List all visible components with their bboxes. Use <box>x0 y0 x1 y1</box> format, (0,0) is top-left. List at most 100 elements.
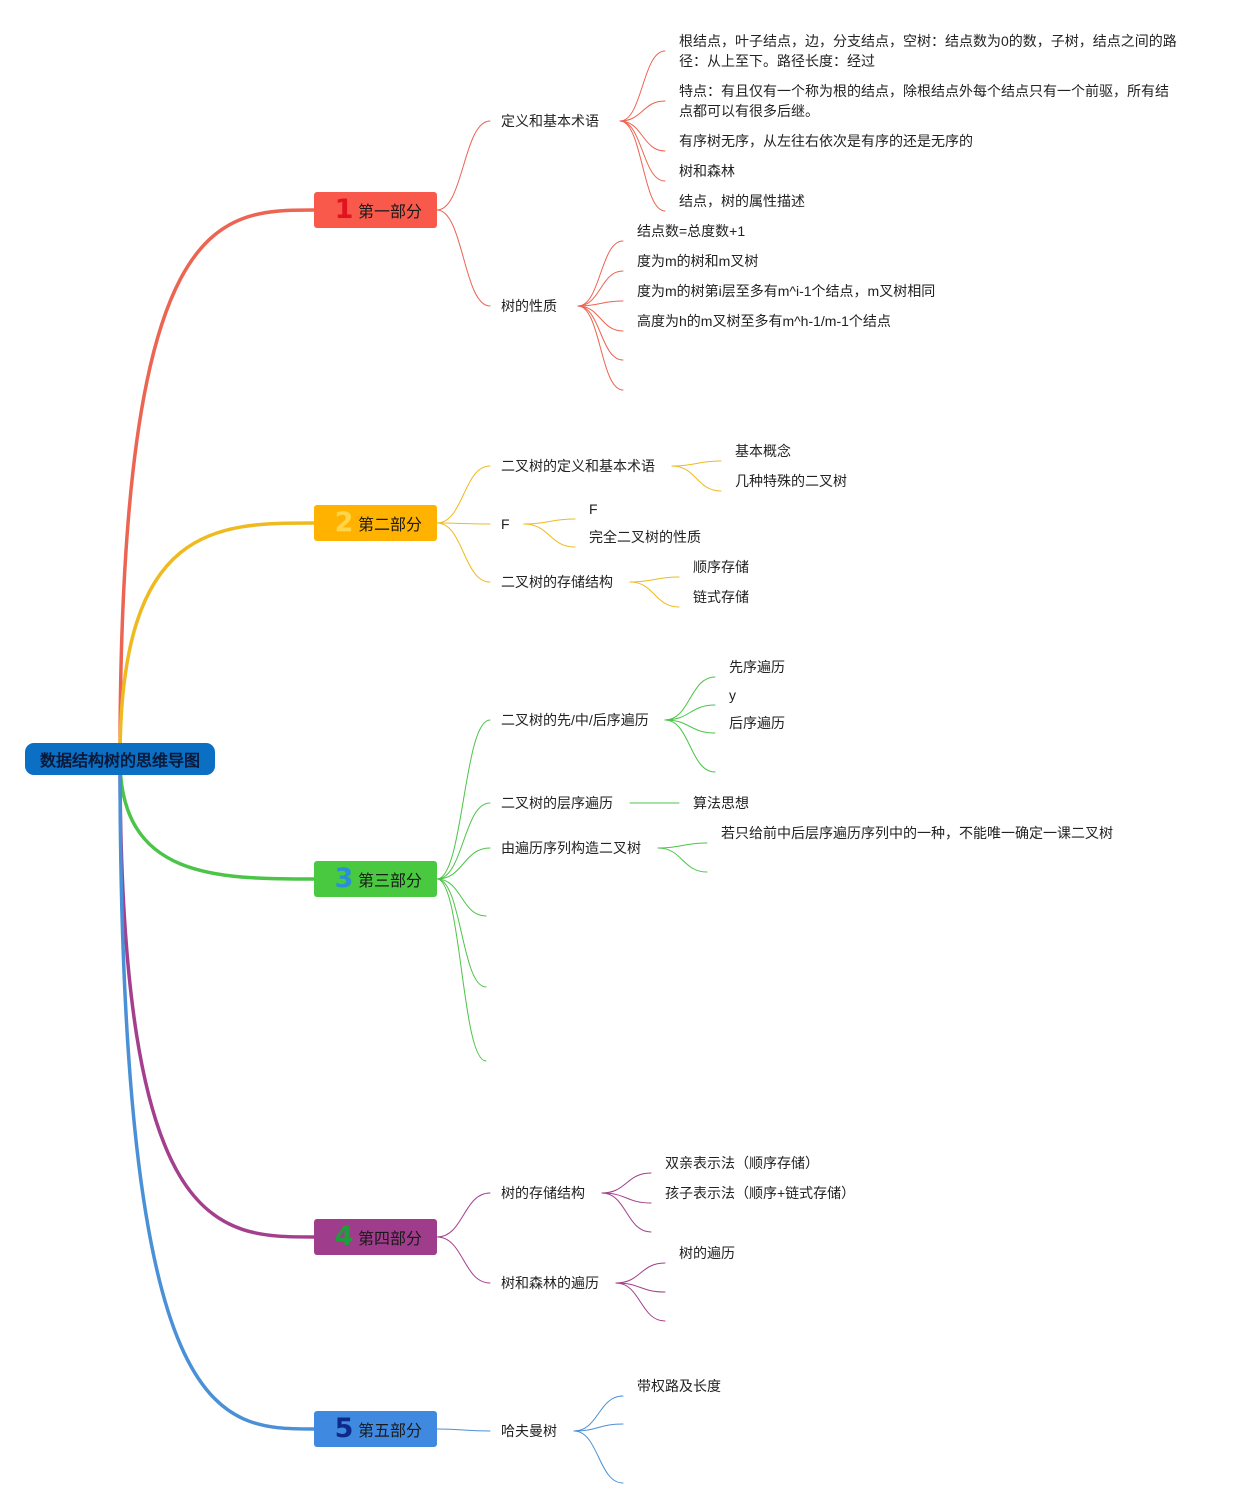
leaf-node[interactable]: 高度为h的m叉树至多有m^h-1/m-1个结点 <box>637 313 891 329</box>
leaf-node[interactable]: 度为m的树第i层至多有m^i-1个结点，m叉树相同 <box>637 283 936 299</box>
connector-s1-leaf-1-3 <box>577 305 624 332</box>
leaf-node[interactable]: 几种特殊的二叉树 <box>735 473 847 489</box>
connector-root-s4 <box>118 757 316 1239</box>
section-number-s1: 1 <box>334 194 354 225</box>
connector-root-s2 <box>118 521 316 761</box>
connector-root-s5 <box>118 757 316 1431</box>
connector-s1-branch-0 <box>436 120 491 211</box>
branch-node[interactable]: 二叉树的先/中/后序遍历 <box>501 712 649 728</box>
leaf-node[interactable]: 完全二叉树的性质 <box>589 529 701 545</box>
connector-s5-leaf-0-1 <box>573 1423 624 1432</box>
connector-s3-branch-3 <box>436 878 487 917</box>
connector-s3-leaf-2-1 <box>657 847 708 873</box>
connector-s3-leaf-0-2 <box>664 719 716 734</box>
leaf-node[interactable]: 孩子表示法（顺序+链式存储） <box>665 1185 856 1201</box>
connector-s4-leaf-1-2 <box>615 1282 666 1322</box>
connector-s1-leaf-1-5 <box>577 305 624 391</box>
leaf-node[interactable]: 后序遍历 <box>729 715 785 731</box>
connector-s1-branch-1 <box>436 209 491 307</box>
connector-s1-leaf-0-0 <box>619 50 666 122</box>
section-number-s2: 2 <box>334 507 354 538</box>
branch-node[interactable]: 树和森林的遍历 <box>501 1275 599 1291</box>
branch-node[interactable]: 二叉树的层序遍历 <box>501 795 613 811</box>
branch-node[interactable]: 定义和基本术语 <box>501 113 599 129</box>
leaf-node[interactable]: 顺序存储 <box>693 559 749 575</box>
leaf-node[interactable]: 带权路及长度 <box>637 1378 721 1394</box>
connector-s4-leaf-1-0 <box>615 1262 666 1284</box>
branch-node[interactable]: 哈夫曼树 <box>501 1423 557 1439</box>
leaf-node[interactable]: 有序树无序，从左往右依次是有序的还是无序的 <box>679 133 973 149</box>
connector-s2-leaf-1-0 <box>523 518 576 525</box>
connector-s5-leaf-0-0 <box>573 1395 624 1432</box>
connector-s2-leaf-0-1 <box>671 465 722 492</box>
branch-node[interactable]: F <box>501 516 510 532</box>
branch-node[interactable]: 树的存储结构 <box>501 1185 585 1201</box>
connector-root-s3 <box>118 757 316 881</box>
section-label-s3: 第三部分 <box>358 873 423 890</box>
connector-s3-branch-5 <box>436 878 487 1062</box>
section-number-s4: 4 <box>334 1221 354 1252</box>
leaf-node[interactable]: 结点，树的属性描述 <box>679 193 805 209</box>
connector-s4-branch-0 <box>436 1192 491 1238</box>
section-number-s5: 5 <box>334 1413 354 1444</box>
leaf-node[interactable]: y <box>729 687 736 703</box>
leaf-node[interactable]: 根结点，叶子结点，边，分支结点，空树：结点数为0的数，子树，结点之间的路径：从上… <box>679 33 1177 69</box>
leaf-node[interactable]: 链式存储 <box>693 589 749 605</box>
connector-s3-branch-2 <box>436 847 491 880</box>
connector-s1-leaf-1-2 <box>577 300 624 307</box>
connector-s2-branch-2 <box>436 522 491 583</box>
leaf-node[interactable]: 度为m的树和m叉树 <box>637 253 759 269</box>
root-title: 数据结构树的思维导图 <box>39 753 200 770</box>
leaf-node[interactable]: 特点：有且仅有一个称为根的结点，除根结点外每个结点只有一个前驱，所有结点都可以有… <box>679 83 1169 119</box>
connector-s3-leaf-2-0 <box>657 842 708 849</box>
connector-s1-leaf-1-4 <box>577 305 624 361</box>
connector-s4-branch-1 <box>436 1236 491 1284</box>
connector-s5-branch-0 <box>436 1428 491 1432</box>
connector-s1-leaf-1-0 <box>577 240 624 307</box>
connector-root-s1 <box>118 208 316 761</box>
connector-s3-branch-1 <box>436 802 491 880</box>
leaf-node[interactable]: 双亲表示法（顺序存储） <box>665 1155 819 1171</box>
connector-s2-leaf-2-0 <box>629 576 680 583</box>
section-label-s4: 第四部分 <box>358 1231 423 1248</box>
section-number-s3: 3 <box>334 863 354 894</box>
branch-node[interactable]: 树的性质 <box>501 298 557 314</box>
section-label-s2: 第二部分 <box>358 517 423 534</box>
connector-s1-leaf-0-3 <box>619 120 666 182</box>
connector-s3-leaf-0-3 <box>664 719 716 773</box>
leaf-node[interactable]: 先序遍历 <box>729 659 785 675</box>
section-label-s5: 第五部分 <box>358 1423 423 1440</box>
root-node[interactable]: 数据结构树的思维导图 <box>25 743 215 775</box>
branch-node[interactable]: 二叉树的定义和基本术语 <box>501 458 655 474</box>
branch-node[interactable]: 由遍历序列构造二叉树 <box>501 840 641 856</box>
connector-s1-leaf-0-1 <box>619 100 666 122</box>
connector-s2-leaf-1-1 <box>523 523 576 548</box>
connector-s1-leaf-0-4 <box>619 120 666 212</box>
leaf-node[interactable]: 基本概念 <box>735 443 791 459</box>
leaf-node[interactable]: 树的遍历 <box>679 1245 735 1261</box>
connector-s4-leaf-0-2 <box>601 1192 652 1233</box>
connector-s3-branch-0 <box>436 719 491 880</box>
connector-s3-branch-4 <box>436 878 487 988</box>
branch-node[interactable]: 二叉树的存储结构 <box>501 574 613 590</box>
leaf-node[interactable]: 算法思想 <box>693 795 749 811</box>
connector-s1-leaf-1-1 <box>577 270 624 307</box>
leaf-node[interactable]: 树和森林 <box>679 163 735 179</box>
connector-s3-leaf-0-1 <box>664 704 716 721</box>
leaf-node[interactable]: 结点数=总度数+1 <box>637 223 746 239</box>
connector-s5-leaf-0-2 <box>573 1430 624 1484</box>
connector-s3-leaf-0-0 <box>664 676 716 721</box>
connector-s2-branch-0 <box>436 465 491 524</box>
leaf-node[interactable]: 若只给前中后层序遍历序列中的一种，不能唯一确定一课二叉树 <box>721 825 1113 841</box>
connector-s4-leaf-0-0 <box>601 1172 652 1194</box>
connector-s2-leaf-2-1 <box>629 581 680 608</box>
connector-s2-leaf-0-0 <box>671 460 722 467</box>
leaf-node[interactable]: F <box>589 501 598 517</box>
